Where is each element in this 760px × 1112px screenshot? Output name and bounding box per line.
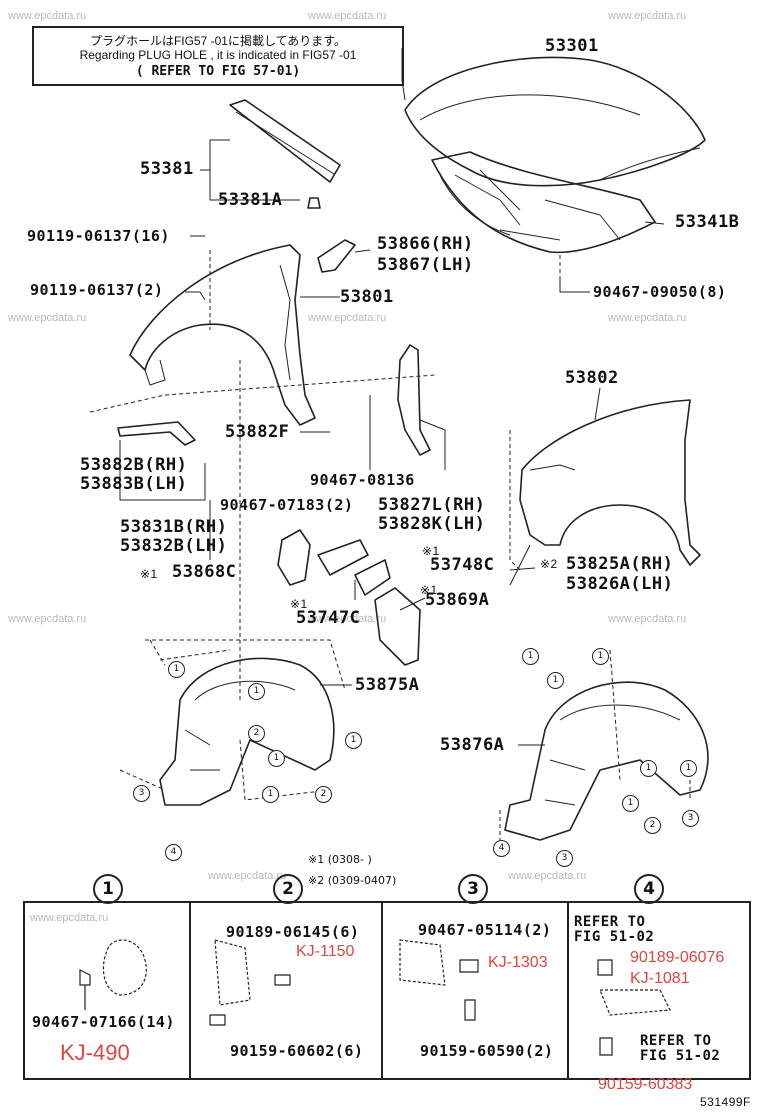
part-label-53748C: 53748C xyxy=(430,555,495,575)
watermark: www.epcdata.ru xyxy=(608,312,687,324)
kj-code-490: KJ-490 xyxy=(60,1040,130,1065)
location-marker-3: 3 xyxy=(556,850,573,867)
location-marker-1: 1 xyxy=(268,750,285,767)
section2-part-90189-06145: 90189-06145(6) xyxy=(226,923,360,941)
section3-part-90159-60590: 90159-60590(2) xyxy=(420,1042,554,1060)
location-marker-1: 1 xyxy=(547,672,564,689)
part-label-53801: 53801 xyxy=(340,287,394,307)
watermark: www.epcdata.ru xyxy=(8,613,87,625)
part-label-53341B: 53341B xyxy=(675,212,740,232)
kj-part-90159-60383: 90159-60383 xyxy=(598,1076,693,1093)
part-label-53747C: 53747C xyxy=(296,608,361,628)
fender-rh-drawing xyxy=(129,244,316,426)
location-marker-2: 2 xyxy=(315,786,332,803)
footnote-1: ※1 (0308- ) xyxy=(308,853,372,866)
part-label-53831B: 53831B(RH) xyxy=(120,517,228,537)
part-label-53828K: 53828K(LH) xyxy=(378,514,486,534)
location-marker-2: 2 xyxy=(248,725,265,742)
plug-hole-note-box: プラグホールはFIG57 -01に掲載してあります。 Regarding PLU… xyxy=(32,26,404,86)
location-marker-1: 1 xyxy=(345,732,362,749)
location-marker-1: 1 xyxy=(640,760,657,777)
part-label-90467-09050: 90467-09050(8) xyxy=(593,283,727,301)
watermark: www.epcdata.ru xyxy=(508,870,587,882)
part-label-53883B: 53883B(LH) xyxy=(80,474,188,494)
location-marker-1: 1 xyxy=(262,786,279,803)
section-number-2: 2 xyxy=(273,874,303,904)
part-label-53868C: 53868C xyxy=(172,562,237,582)
part-label-53867: 53867(LH) xyxy=(377,255,474,275)
part-label-53301: 53301 xyxy=(545,36,599,56)
section2-part-90159-60602: 90159-60602(6) xyxy=(230,1042,364,1060)
part-label-53866: 53866(RH) xyxy=(377,234,474,254)
location-marker-1: 1 xyxy=(622,795,639,812)
watermark: www.epcdata.ru xyxy=(308,613,387,625)
part-label-53381: 53381 xyxy=(140,159,194,179)
note-mark-1: ※1 xyxy=(420,583,438,597)
section4-reference-2b: FIG 51-02 xyxy=(640,1048,721,1064)
watermark: www.epcdata.ru xyxy=(308,10,387,22)
watermark: www.epcdata.ru xyxy=(8,312,87,324)
kj-code-1303: KJ-1303 xyxy=(488,954,548,971)
watermark: www.epcdata.ru xyxy=(308,312,387,324)
section-number-1: 1 xyxy=(93,874,123,904)
figure-code: 531499F xyxy=(700,1095,751,1109)
liner-lh-drawing xyxy=(504,681,709,841)
section3-part-90467-05114: 90467-05114(2) xyxy=(418,921,552,939)
kj-code-1150: KJ-1150 xyxy=(296,943,355,960)
hood-drawing xyxy=(404,56,706,187)
location-marker-1: 1 xyxy=(248,683,265,700)
section-number-4: 4 xyxy=(634,874,664,904)
watermark: www.epcdata.ru xyxy=(608,10,687,22)
location-marker-4: 4 xyxy=(493,840,510,857)
part-label-53381A: 53381A xyxy=(218,190,283,210)
part-label-90467-08136: 90467-08136 xyxy=(310,471,415,489)
part-label-90467-07183: 90467-07183(2) xyxy=(220,496,354,514)
note-mark-2: ※2 xyxy=(540,557,558,571)
location-marker-4: 4 xyxy=(165,844,182,861)
part-label-53882F: 53882F xyxy=(225,422,290,442)
part-label-53825A: 53825A(RH) xyxy=(566,554,674,574)
note-mark-1: ※1 xyxy=(290,597,308,611)
note-line-reference: ( REFER TO FIG 57-01) xyxy=(135,64,301,79)
section-grid-frame xyxy=(23,901,751,1080)
note-mark-1: ※1 xyxy=(140,567,158,581)
part-label-53869A: 53869A xyxy=(425,590,490,610)
location-marker-1: 1 xyxy=(680,760,697,777)
section4-reference-1b: FIG 51-02 xyxy=(574,929,655,945)
location-marker-1: 1 xyxy=(522,648,539,665)
kj-part-90189-06076: 90189-06076 xyxy=(630,949,725,966)
watermark: www.epcdata.ru xyxy=(608,613,687,625)
footnote-2: ※2 (0309-0407) xyxy=(308,874,397,887)
section4-reference-2a: REFER TO xyxy=(640,1033,712,1049)
section4-reference-1a: REFER TO xyxy=(574,914,646,930)
part-label-53832B: 53832B(LH) xyxy=(120,536,228,556)
part-label-53876A: 53876A xyxy=(440,735,505,755)
location-marker-1: 1 xyxy=(168,661,185,678)
location-marker-2: 2 xyxy=(644,817,661,834)
part-label-53826A: 53826A(LH) xyxy=(566,574,674,594)
location-marker-1: 1 xyxy=(592,648,609,665)
hood-seal-drawing xyxy=(229,99,341,183)
part-label-53875A: 53875A xyxy=(355,675,420,695)
part-label-90119-06137-16: 90119-06137(16) xyxy=(27,227,170,245)
location-marker-3: 3 xyxy=(682,810,699,827)
part-label-53882B: 53882B(RH) xyxy=(80,455,188,475)
note-line-japanese: プラグホールはFIG57 -01に掲載してあります。 xyxy=(89,34,347,48)
part-label-53802: 53802 xyxy=(565,368,619,388)
watermark: www.epcdata.ru xyxy=(8,10,87,22)
watermark: www.epcdata.ru xyxy=(30,912,109,924)
part-label-90119-06137-2: 90119-06137(2) xyxy=(30,281,164,299)
section1-part-90467-07166: 90467-07166(14) xyxy=(32,1013,175,1031)
watermark: www.epcdata.ru xyxy=(208,870,287,882)
part-label-53827L: 53827L(RH) xyxy=(378,495,486,515)
note-line-english: Regarding PLUG HOLE , it is indicated in… xyxy=(79,48,357,62)
kj-code-1081: KJ-1081 xyxy=(630,970,690,987)
note-mark-1: ※1 xyxy=(422,544,440,558)
section-number-3: 3 xyxy=(458,874,488,904)
fender-lh-drawing xyxy=(519,399,701,566)
location-marker-3: 3 xyxy=(133,785,150,802)
liner-rh-drawing xyxy=(159,657,335,806)
